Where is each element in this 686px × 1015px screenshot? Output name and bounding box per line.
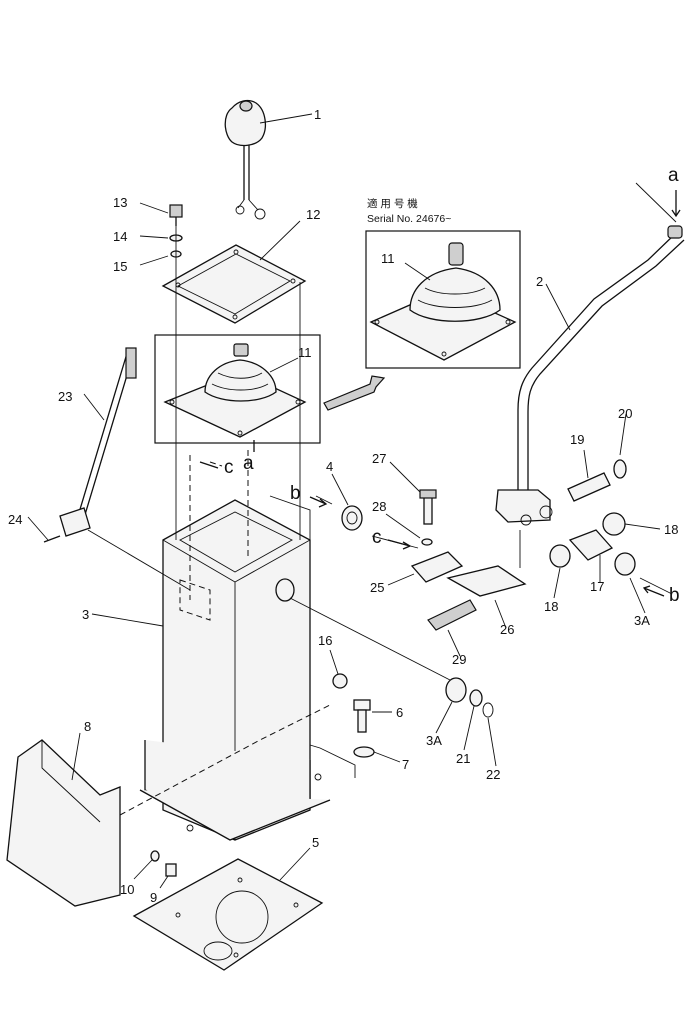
- side-cover: [6, 739, 121, 907]
- leader-lines: [27, 113, 677, 889]
- callout-28: 28: [372, 499, 386, 514]
- callout-29: 29: [452, 652, 466, 667]
- plug: [332, 673, 348, 689]
- callout-19: 19: [570, 432, 584, 447]
- letter-b-right: b: [669, 585, 680, 606]
- callout-21: 21: [456, 751, 470, 766]
- callout-23: 23: [58, 389, 72, 404]
- callout-12: 12: [306, 207, 320, 222]
- callout-11-upper: 11: [381, 251, 395, 266]
- shift-lever: [495, 225, 685, 526]
- detail-arrow: [323, 375, 386, 411]
- bolt: [353, 699, 371, 733]
- letter-a-mid: a: [243, 453, 254, 474]
- letter-a-top: a: [668, 165, 679, 186]
- callout-25: 25: [370, 580, 384, 595]
- callout-20: 20: [618, 406, 632, 421]
- letter-b-top: b: [290, 483, 301, 504]
- serial-note-number: Serial No. 24676~: [367, 213, 451, 225]
- pivot-assembly: [549, 512, 636, 576]
- callout-3a-center: 3A: [426, 733, 442, 748]
- callout-16: 16: [318, 633, 332, 648]
- callout-17: 17: [590, 579, 604, 594]
- callout-22: 22: [486, 767, 500, 782]
- callout-3: 3: [82, 607, 89, 622]
- callout-24: 24: [8, 512, 22, 527]
- letter-c-mid: c: [372, 527, 382, 548]
- callout-18-right: 18: [664, 522, 678, 537]
- cover-plate: [161, 244, 307, 324]
- shift-knob: [224, 99, 267, 220]
- callout-27: 27: [372, 451, 386, 466]
- serial-note-heading: 適 用 号 機: [367, 197, 418, 210]
- callout-2: 2: [536, 274, 543, 289]
- letter-c-left: c: [224, 457, 234, 478]
- callout-10: 10: [120, 882, 134, 897]
- callout-14: 14: [113, 229, 127, 244]
- seal-ring: [341, 505, 363, 531]
- bushing-set: [445, 677, 494, 718]
- callout-4: 4: [326, 459, 333, 474]
- washer: [353, 746, 375, 758]
- callout-15: 15: [113, 259, 127, 274]
- callout-numbers: 1 2 3 3A 3A 4 5 6 7 8 9 10 11 11 12 13 1…: [8, 107, 678, 905]
- callout-1: 1: [314, 107, 321, 122]
- gasket: [132, 858, 324, 971]
- callout-11-lower: 11: [298, 345, 312, 360]
- callout-8: 8: [84, 719, 91, 734]
- callout-7: 7: [402, 757, 409, 772]
- reference-arrows: [199, 190, 681, 597]
- rod-and-clamp: [43, 347, 137, 543]
- cover-bolt: [150, 850, 177, 877]
- pin-and-ring: [567, 459, 627, 502]
- callout-6: 6: [396, 705, 403, 720]
- callout-9: 9: [150, 890, 157, 905]
- rubber-boot-lower: [163, 343, 307, 438]
- callout-3a-right: 3A: [634, 613, 650, 628]
- callout-13: 13: [113, 195, 127, 210]
- callout-5: 5: [312, 835, 319, 850]
- reference-letters: a a b b c c: [224, 165, 680, 606]
- detent-assembly: [410, 489, 527, 631]
- callout-18-lower: 18: [544, 599, 558, 614]
- detail-box-upper: [365, 230, 521, 369]
- rubber-boot-upper: [369, 242, 517, 361]
- callout-26: 26: [500, 622, 514, 637]
- detail-box-lower: [154, 334, 321, 444]
- control-housing: [139, 499, 331, 841]
